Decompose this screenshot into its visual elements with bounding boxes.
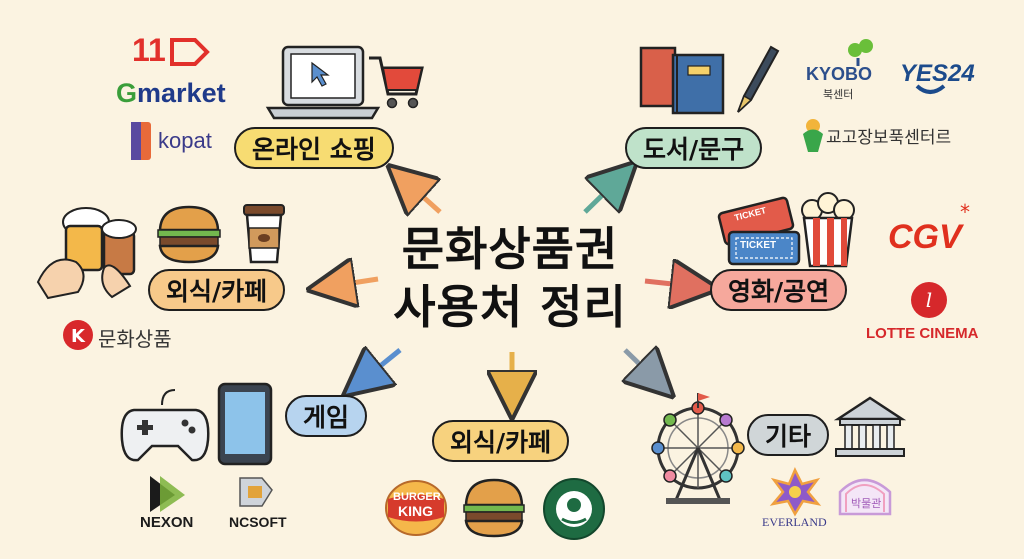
- eleven-street-text: 11: [132, 32, 166, 68]
- books-icon: [639, 46, 725, 115]
- center-title-line2: 사용처 정리: [393, 280, 627, 334]
- nexon-text: NEXON: [140, 514, 194, 531]
- ferris-wheel-icon: [651, 393, 745, 504]
- svg-text:l: l: [926, 288, 932, 312]
- nexon-logo-mark: [150, 476, 185, 512]
- yes24-logo-mark: [915, 84, 946, 94]
- culture-giftcard-text: 문화상품: [98, 327, 172, 351]
- coffee-cup-icon: [243, 204, 285, 264]
- category-online-shopping: 온라인 쇼핑: [234, 127, 394, 169]
- burger-king-logo: [385, 480, 447, 536]
- center-title-line1: 문화상품권: [401, 222, 619, 276]
- lotte-cinema-text: LOTTE CINEMA: [866, 325, 979, 342]
- burger-king-text-2: KING: [398, 503, 433, 519]
- arrow-to-books: [583, 175, 623, 212]
- category-dining-cafe-left: 외식/카페: [148, 269, 286, 311]
- burger-icon: [157, 205, 221, 264]
- popcorn-icon: [801, 192, 855, 268]
- burger-icon: [463, 478, 525, 538]
- cgv-text: CGV: [888, 218, 962, 256]
- museum-logo-text: 박물관: [851, 497, 882, 510]
- museum-logo: [838, 478, 892, 516]
- kyogo-text: 교고장보푹센터르: [826, 128, 952, 148]
- beer-mugs-icon: [36, 207, 137, 300]
- category-books-stationery: 도서/문구: [625, 127, 763, 169]
- ncsoft-logo-mark: [239, 477, 273, 507]
- arrow-to-dining-left: [326, 279, 379, 287]
- gmarket-logo: Gmarket: [116, 78, 226, 109]
- lotte-logo-mark: l: [911, 282, 947, 318]
- cgv-star: *: [960, 200, 970, 224]
- gmarket-text: market: [137, 78, 226, 108]
- eleven-street-logo: [170, 38, 210, 66]
- kyogo-logo-mark: [803, 119, 823, 152]
- kopat-logo: [131, 122, 151, 160]
- yes24-text: YES24: [900, 60, 975, 87]
- ncsoft-text: NCSOFT: [229, 514, 287, 530]
- category-etc: 기타: [747, 414, 830, 456]
- category-games: 게임: [285, 395, 368, 437]
- gamepad-icon: [120, 389, 210, 462]
- museum-icon: [833, 396, 907, 457]
- kyobo-text: KYOBO: [806, 64, 873, 84]
- gmarket-g: G: [116, 78, 138, 108]
- tickets-icon: [717, 196, 801, 266]
- everland-text: EVERLAND: [762, 515, 827, 529]
- ticket-text: TICKET: [740, 240, 777, 251]
- shopping-cart-icon: [369, 56, 424, 109]
- kyobo-subtext: 북센터: [823, 88, 854, 101]
- arrow-to-online: [402, 178, 442, 212]
- kyobo-logo-mark: [848, 39, 873, 66]
- arrow-to-etc: [625, 350, 660, 384]
- pen-icon: [737, 45, 780, 113]
- kopat-text: kopat: [158, 128, 212, 153]
- everland-logo: [769, 467, 822, 517]
- starbucks-logo-icon: [543, 478, 605, 540]
- category-movies-performances: 영화/공연: [710, 269, 848, 311]
- tablet-icon: [217, 382, 273, 466]
- svg-text:K: K: [71, 326, 86, 347]
- arrow-to-movies: [644, 281, 700, 287]
- center-title: 문화상품권 사용처 정리: [372, 220, 648, 336]
- arrow-to-game: [358, 350, 402, 384]
- svg-text:*: *: [960, 200, 970, 224]
- culture-giftcard-logo-mark: K: [63, 320, 93, 350]
- laptop-icon: [265, 45, 381, 120]
- burger-king-text-1: BURGER: [393, 491, 441, 503]
- category-dining-cafe-bottom: 외식/카페: [432, 420, 570, 462]
